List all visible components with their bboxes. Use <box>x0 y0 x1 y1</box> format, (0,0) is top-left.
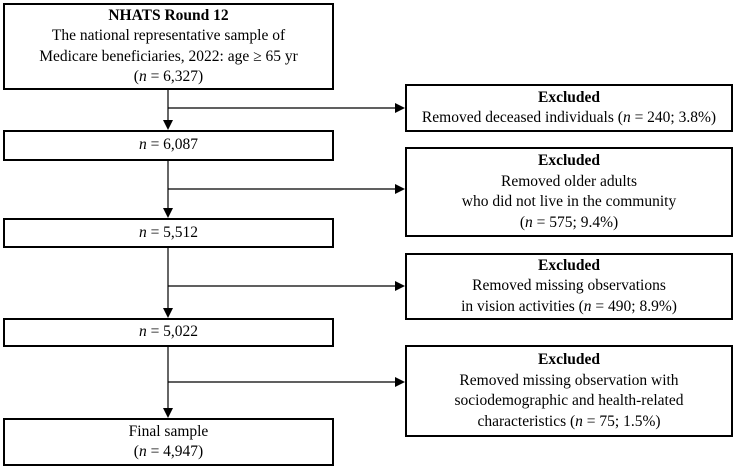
italic-n: n <box>138 68 147 85</box>
italic-n: n <box>622 109 631 126</box>
arrowhead-down-final <box>163 408 173 418</box>
step3-count: n = 5,022 <box>138 323 199 341</box>
italic-n: n <box>138 136 147 154</box>
arrowhead-right-excl4 <box>395 377 405 387</box>
box-step1-count: n = 6,087 <box>3 130 334 161</box>
italic-n: n <box>583 297 592 315</box>
step1-count: n = 6,087 <box>138 136 199 154</box>
box-step3-count: n = 5,022 <box>3 318 334 347</box>
excluded-header: Excluded <box>537 88 600 106</box>
excluded-header: Excluded <box>537 256 600 274</box>
box-start-sample: NHATS Round 12 The national representati… <box>3 3 334 90</box>
italic-n: n <box>138 323 147 341</box>
final-count: (n = 4,947) <box>133 443 204 460</box>
start-line2: The national representative sample of <box>51 27 286 44</box>
excluded-header: Excluded <box>537 351 600 368</box>
arrowhead-right-excl3 <box>395 281 405 291</box>
excl4-line3: characteristics (n = 75; 1.5%) <box>477 412 661 430</box>
arrowhead-down-step2 <box>163 208 173 218</box>
excl1-line1: Removed deceased individuals (n = 240; 3… <box>421 109 717 126</box>
arrowhead-down-step1 <box>163 120 173 130</box>
box-step2-count: n = 5,512 <box>3 218 334 248</box>
arrowhead-down-step3 <box>163 308 173 318</box>
arrowhead-right-excl1 <box>395 103 405 113</box>
start-count: (n = 6,327) <box>133 68 204 85</box>
excl3-line2: in vision activities (n = 490; 8.9%) <box>461 297 677 315</box>
box-excluded-missing-sociodemographic: Excluded Removed missing observation wit… <box>405 345 733 437</box>
box-excluded-deceased: Excluded Removed deceased individuals (n… <box>405 84 733 132</box>
box-excluded-missing-vision: Excluded Removed missing observations in… <box>405 253 733 320</box>
start-line3: Medicare beneficiaries, 2022: age ≥ 65 y… <box>39 47 298 65</box>
italic-n: n <box>138 443 147 460</box>
italic-n: n <box>575 412 583 430</box>
final-label: Final sample <box>128 422 209 440</box>
excl2-line2: who did not live in the community <box>461 193 677 210</box>
excl2-line1: Removed older adults <box>500 172 638 190</box>
excl2-line3: (n = 575; 9.4%) <box>519 213 619 231</box>
arrowhead-right-excl2 <box>395 184 405 194</box>
excluded-header: Excluded <box>537 152 600 169</box>
excl3-line1: Removed missing observations <box>472 277 666 295</box>
italic-n: n <box>138 223 147 241</box>
step2-count: n = 5,512 <box>138 223 199 241</box>
box-excluded-non-community: Excluded Removed older adults who did no… <box>405 147 733 237</box>
excl4-line2: sociodemographic and health-related <box>454 392 684 409</box>
box-final-sample: Final sample (n = 4,947) <box>3 418 334 466</box>
italic-n: n <box>525 213 533 231</box>
excl4-line1: Removed missing observation with <box>459 371 679 389</box>
start-title: NHATS Round 12 <box>108 6 229 24</box>
